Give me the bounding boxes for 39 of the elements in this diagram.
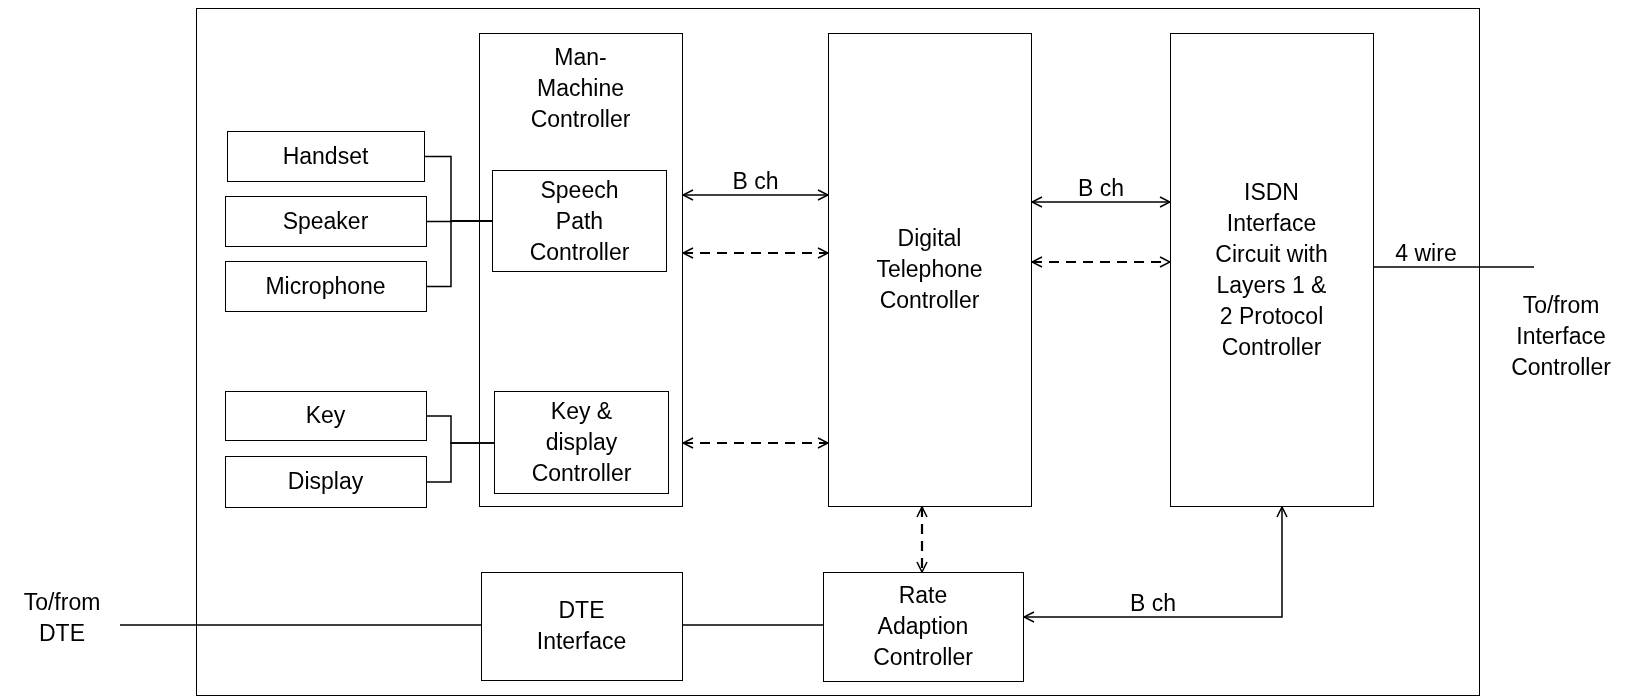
block-label: Key & display Controller	[530, 397, 633, 488]
arrow	[1031, 196, 1171, 208]
terminal-label: To/from Interface Controller	[1510, 291, 1612, 382]
arrow	[1031, 256, 1171, 268]
block-label: Display	[286, 467, 365, 496]
controller-box	[224, 390, 427, 441]
block-label: Microphone	[264, 271, 387, 301]
connector-line	[1373, 266, 1535, 268]
enclosure-box	[196, 8, 1480, 696]
controller-box	[1169, 32, 1374, 507]
controller-box	[822, 571, 1024, 682]
connector-line	[426, 220, 494, 288]
controller-box	[224, 260, 427, 312]
terminal-label: To/from DTE	[22, 588, 102, 648]
arrow	[682, 189, 829, 201]
controller-box	[224, 455, 427, 508]
block-label: Speech Path Controller	[528, 175, 631, 267]
block-label: DTE Interface	[535, 596, 628, 656]
connector-line	[682, 624, 824, 626]
controller-box	[478, 32, 683, 507]
connector-line	[119, 624, 482, 626]
controller-box	[480, 571, 683, 681]
block-label: ISDN Interface Circuit with Layers 1 & 2 Protocol Controller	[1214, 177, 1329, 362]
controller-box	[494, 391, 669, 494]
arrow	[916, 506, 928, 573]
arrow	[682, 247, 829, 259]
block-label: Man-Machine Controller	[529, 42, 632, 134]
block-label: Digital Telephone Controller	[875, 224, 984, 315]
connector-line	[426, 442, 496, 483]
controller-box	[492, 170, 667, 272]
block-label: Key	[304, 401, 347, 430]
block-label: Handset	[281, 141, 370, 171]
arrow	[682, 437, 829, 449]
controller-box	[827, 32, 1032, 507]
controller-box	[224, 195, 427, 247]
controller-box	[226, 130, 425, 182]
block-label: Rate Adaption Controller	[872, 581, 974, 672]
arrow	[1023, 506, 1288, 623]
block-label: Speaker	[281, 206, 370, 236]
